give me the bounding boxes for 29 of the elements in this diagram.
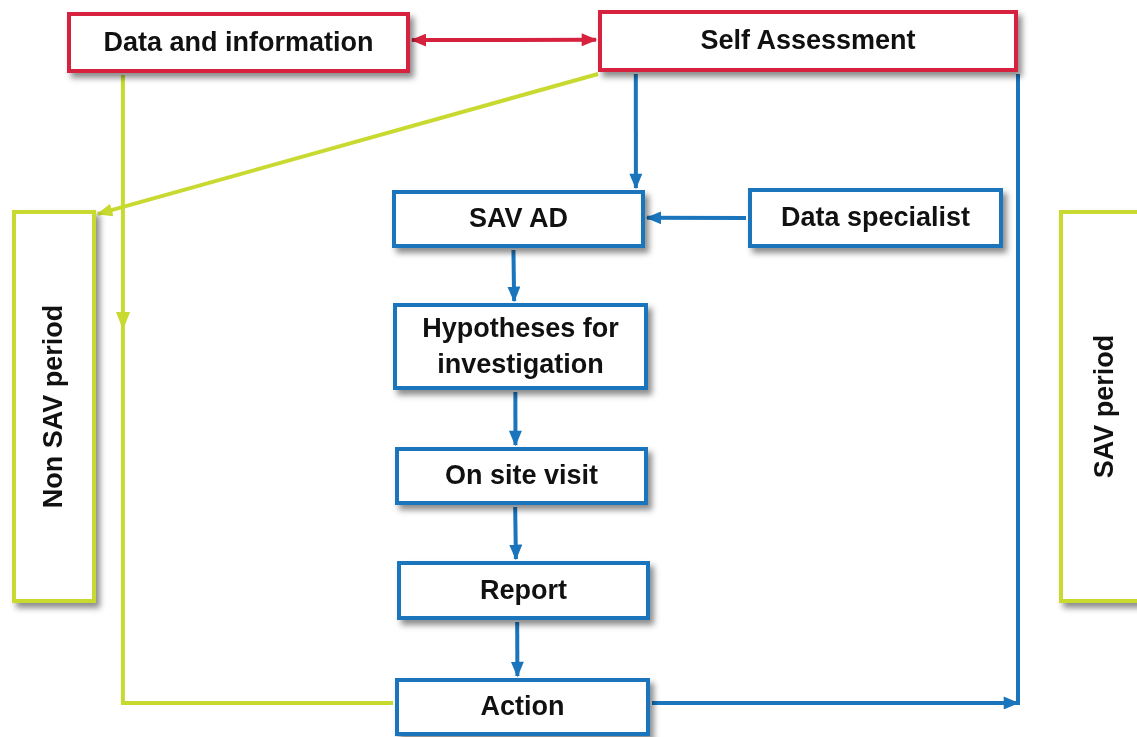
arrow — [96, 72, 599, 217]
process-box — [598, 10, 1018, 72]
process-box — [395, 447, 648, 505]
arrow — [116, 75, 393, 705]
box-label: Self Assessment — [700, 24, 916, 58]
arrow — [508, 392, 522, 447]
arrow — [410, 33, 598, 47]
box-label: Action — [480, 690, 565, 724]
process-box — [67, 12, 410, 73]
arrow — [645, 211, 746, 225]
box-label: Report — [480, 573, 567, 607]
process-box — [397, 561, 650, 620]
period-box — [1059, 210, 1137, 603]
process-box — [392, 190, 645, 248]
arrow — [507, 249, 521, 303]
process-box — [393, 303, 648, 390]
box-label: SAV AD — [469, 202, 568, 236]
arrow — [629, 74, 643, 190]
box-label: Data specialist — [780, 201, 971, 235]
period-box — [12, 210, 96, 603]
box-label: Hypotheses for investigation — [421, 312, 620, 381]
period-label: SAV period — [1088, 334, 1121, 479]
process-box — [748, 188, 1003, 248]
box-label: On site visit — [444, 459, 599, 493]
box-label: Data and information — [103, 25, 374, 59]
period-label: Non SAV period — [37, 304, 70, 509]
arrow — [509, 506, 523, 561]
arrow — [510, 622, 524, 678]
process-box — [395, 678, 650, 736]
